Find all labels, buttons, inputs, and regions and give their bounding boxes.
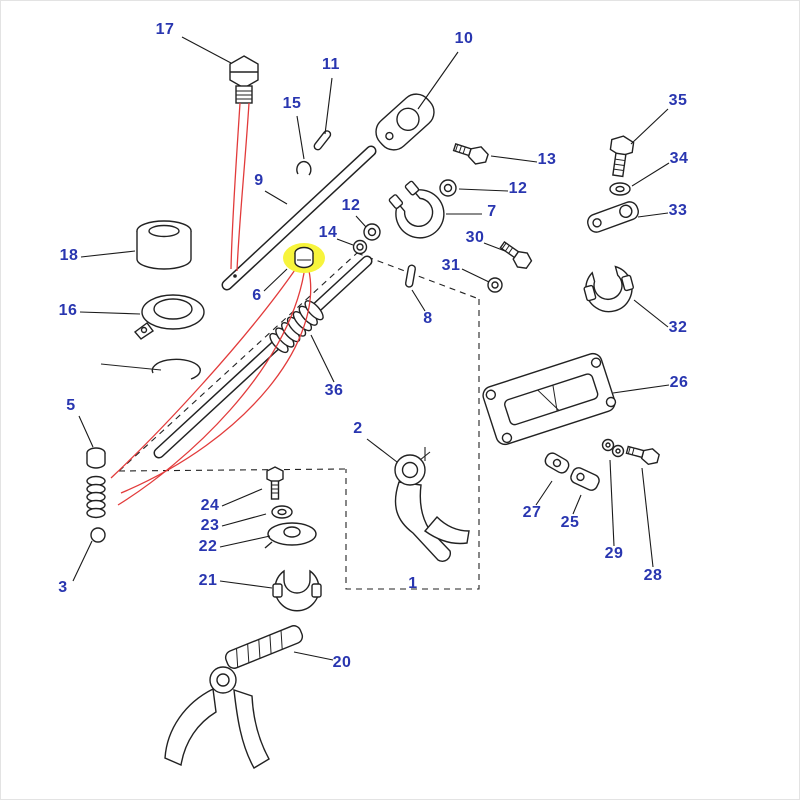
- part-7-clamp: [388, 180, 445, 239]
- leader-line-35: [630, 108, 669, 145]
- part-21-clamp: [272, 569, 322, 612]
- leader-line-14: [336, 238, 354, 246]
- leader-line-13: [490, 155, 538, 163]
- part-2-fork: [394, 447, 470, 562]
- leader-line-16: [79, 311, 141, 315]
- leader-line-36: [310, 334, 335, 383]
- part-5-bushing: [86, 447, 106, 469]
- leader-line-3: [72, 540, 93, 582]
- part-13-bolt: [452, 143, 489, 165]
- part-34-washer: [609, 182, 631, 196]
- leader-line-17: [181, 36, 232, 64]
- leader-line-8: [411, 289, 426, 312]
- leader-line-28: [641, 467, 654, 568]
- leader-line-6: [263, 268, 288, 292]
- part-28-bolt: [625, 445, 660, 466]
- part-12-washer: [363, 223, 381, 241]
- leader-line-20: [293, 651, 334, 661]
- snap-ring-leader: [100, 363, 162, 371]
- leader-line-5: [78, 415, 94, 448]
- part-31-washer: [487, 277, 503, 293]
- highlighted-part-6: [283, 243, 325, 273]
- leader-line-25: [572, 494, 582, 515]
- part-24-bolt: [266, 466, 284, 500]
- part-9-shaft: [221, 145, 377, 291]
- leader-line-21: [219, 580, 273, 589]
- part-30-bolt: [499, 240, 533, 269]
- part-35-bolt: [609, 135, 635, 178]
- part-33-bracket: [587, 201, 639, 233]
- leader-line-32: [633, 299, 669, 328]
- leader-line-31: [461, 268, 490, 283]
- leader-line-11: [324, 77, 333, 135]
- leader-line-9: [264, 190, 288, 205]
- leader-line-12: [458, 188, 509, 192]
- leader-line-29: [609, 459, 615, 547]
- assembly-guide-lines: [118, 252, 480, 590]
- part-27-link: [544, 452, 570, 474]
- leader-line-2: [366, 438, 398, 463]
- part-20-fork: [164, 625, 304, 769]
- leader-line-23: [221, 513, 267, 527]
- leader-line-24: [221, 488, 263, 507]
- leader-line-22: [219, 535, 271, 548]
- part-22-plate: [264, 522, 317, 549]
- leader-line-15: [296, 115, 305, 160]
- part-14-nut: [352, 239, 368, 255]
- part-18-bushing: [136, 220, 192, 270]
- part-23-washer: [271, 505, 293, 519]
- leader-line-33: [637, 212, 669, 218]
- part-17-bolt: [229, 55, 259, 104]
- leader-line-12: [355, 215, 367, 228]
- part-10-bracket: [375, 93, 435, 151]
- leader-line-30: [483, 242, 506, 252]
- selector-shaft: [153, 255, 373, 459]
- part-11-pin: [313, 130, 332, 151]
- part-15-ring: [296, 160, 312, 176]
- part-3-ball: [90, 527, 106, 543]
- leader-line-34: [631, 162, 670, 187]
- part-29-washers: [601, 438, 625, 458]
- part-12-washer: [439, 179, 457, 197]
- highlight-leader-lines: [110, 102, 312, 506]
- part-16-collar: [133, 294, 205, 340]
- part-8-pin: [404, 264, 416, 288]
- leader-line-26: [612, 384, 670, 394]
- part-32-clamp: [583, 265, 634, 313]
- part-26-frame: [482, 352, 617, 446]
- leader-line-27: [535, 480, 553, 506]
- leader-line-10: [417, 51, 459, 110]
- leader-line-18: [80, 250, 136, 258]
- detent-spring: [86, 475, 106, 519]
- snap-ring: [151, 358, 201, 380]
- part-25-bracket: [570, 467, 600, 491]
